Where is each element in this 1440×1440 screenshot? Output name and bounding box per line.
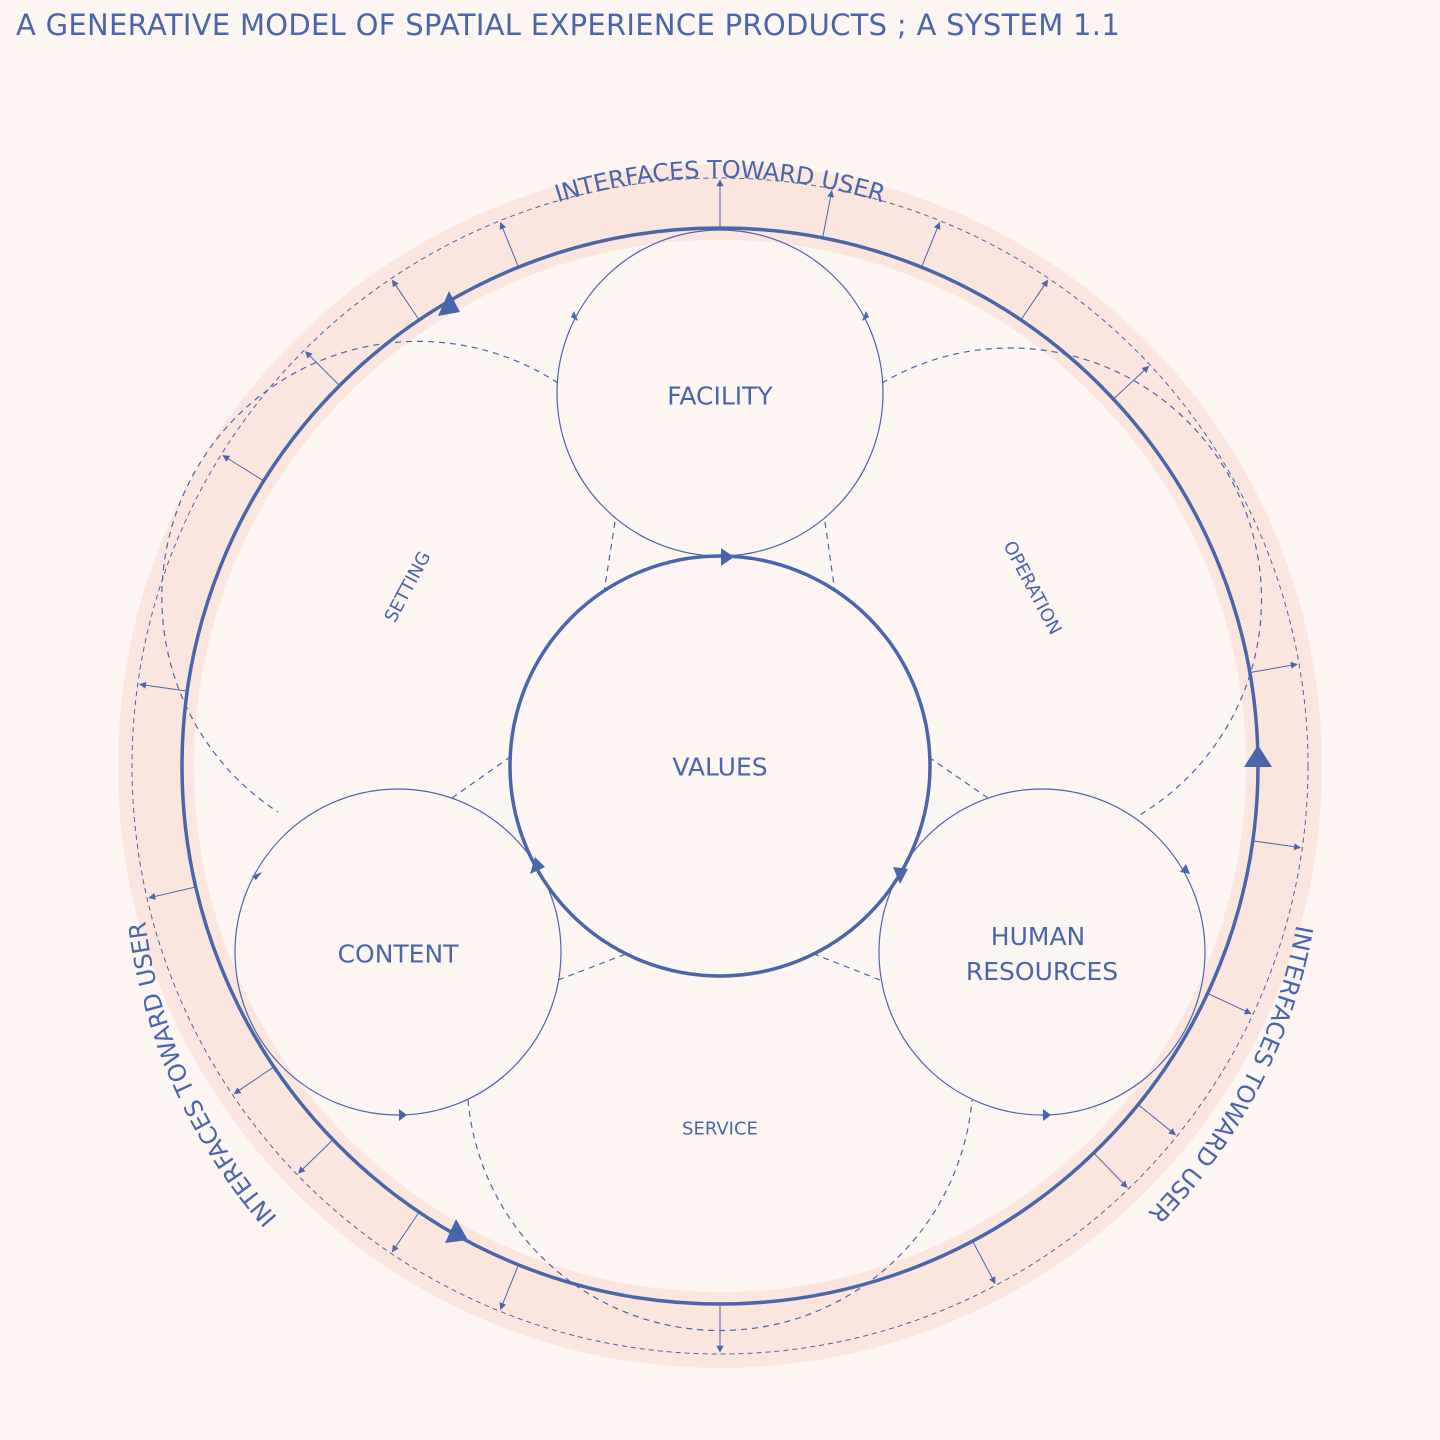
outer-dashed-ring [131, 177, 1309, 1355]
connector-hr-values-bottom [813, 953, 881, 981]
interface-tick-5 [1113, 365, 1150, 399]
hr-arrow-right [1180, 864, 1190, 874]
content-node-circle [234, 788, 562, 1116]
values-arrow-top [721, 548, 734, 566]
facility-arrow-left [571, 311, 578, 321]
cycle-arrow-top-left [438, 291, 460, 316]
interface-tick-10 [1094, 1153, 1128, 1189]
hr-arrow-bottom [1043, 1109, 1051, 1121]
values-arrow-right [893, 867, 908, 884]
interface-tick-2 [822, 190, 835, 237]
page-title: A GENERATIVE MODEL OF SPATIAL EXPERIENCE… [16, 8, 1121, 42]
interface-tick-6 [1250, 661, 1298, 673]
interface-tick-4 [1020, 279, 1049, 320]
interface-tick-22 [499, 222, 519, 267]
interface-tick-17 [148, 886, 195, 900]
content-arrow-bottom [399, 1109, 407, 1121]
interface-tick-3 [921, 222, 941, 267]
interface-tick-20 [305, 351, 340, 386]
values-label: VALUES [672, 753, 767, 782]
interface-ticks [139, 179, 1301, 1353]
content-arrow-left [252, 872, 262, 880]
interface-tick-18 [139, 681, 187, 692]
connector-facility-values-right [824, 521, 836, 593]
interface-tick-16 [233, 1066, 274, 1095]
service-region-label: SERVICE [682, 1119, 758, 1140]
human-resources-label-line-2: RESOURCES [966, 957, 1118, 986]
interface-tick-21 [391, 279, 420, 320]
interface-tick-9 [1138, 1104, 1176, 1136]
service-region-outline [467, 1099, 973, 1332]
setting-region-outline [161, 340, 559, 813]
interface-tick-15 [297, 1140, 333, 1174]
connector-content-values-top [451, 756, 511, 799]
interface-tick-13 [499, 1265, 519, 1310]
interface-tick-8 [1208, 993, 1252, 1015]
connector-content-values-bottom [557, 953, 627, 981]
cycle-arrow-bottom-left [445, 1219, 468, 1243]
human-resources-label-line-1: HUMAN [991, 922, 1085, 951]
values-arrow-left [530, 857, 545, 874]
content-label: CONTENT [338, 940, 460, 969]
interface-tick-7 [1253, 840, 1301, 851]
human-resources-label: HUMAN RESOURCES [966, 922, 1118, 986]
connector-hr-values-top [929, 757, 989, 799]
connector-facility-values-left [603, 521, 616, 593]
values-circle [508, 554, 932, 978]
interface-tick-14 [391, 1212, 420, 1253]
operation-region-outline [881, 347, 1263, 817]
cycle-arrow-right [1244, 745, 1272, 767]
operation-region-label: OPERATION [999, 538, 1066, 639]
interface-tick-19 [222, 455, 264, 481]
facility-arrow-right [862, 311, 869, 321]
setting-region-label: SETTING [381, 548, 436, 626]
facility-label: FACILITY [667, 382, 773, 411]
human-resources-node-circle [878, 788, 1206, 1116]
interface-tick-11 [972, 1241, 996, 1285]
